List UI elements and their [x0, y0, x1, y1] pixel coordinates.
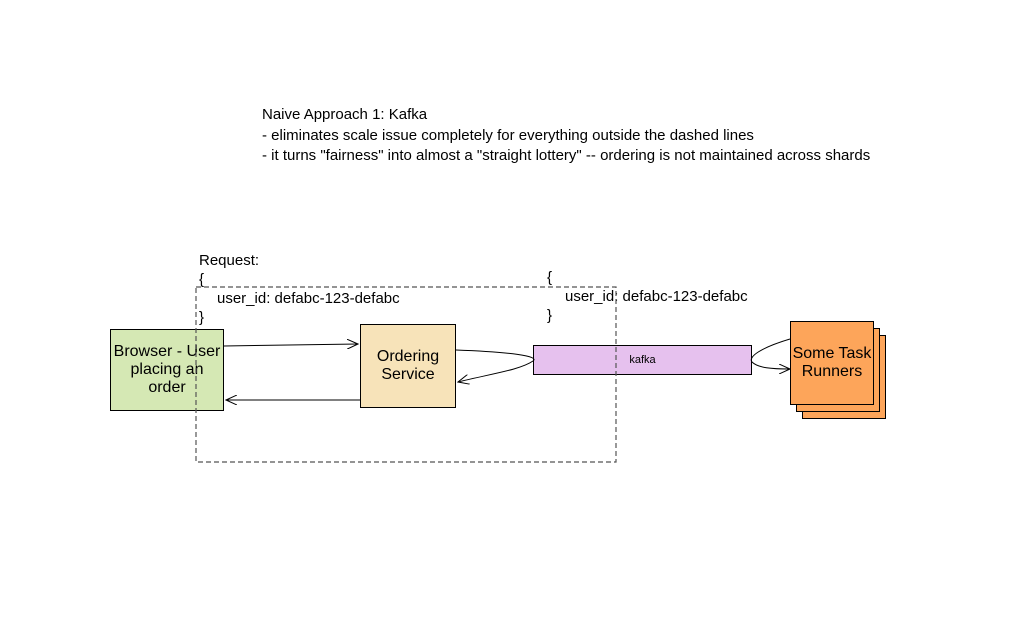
browser-node[interactable]: Browser - User placing an order — [110, 329, 224, 411]
kafka-label: kafka — [629, 354, 656, 366]
note-title: Naive Approach 1: Kafka — [262, 106, 428, 123]
arrow-ordering-kafka-loop — [455, 349, 535, 382]
request-payload-right: { user_id: defabc-123-defabc } — [547, 268, 748, 325]
browser-label: Browser - User placing an order — [113, 343, 221, 396]
request-user-id: user_id: defabc-123-defabc — [217, 290, 400, 307]
request-open-brace-right: { — [547, 269, 553, 286]
arrow-kafka-runners-loop — [750, 338, 790, 369]
request-close-brace-right: } — [547, 307, 553, 324]
task-runners-label: Some Task Runners — [792, 345, 872, 380]
request-payload-left: Request: { user_id: defabc-123-defabc } — [199, 251, 400, 327]
note-line-2: - it turns "fairness" into almost a "str… — [262, 147, 871, 164]
note-line-1: - eliminates scale issue completely for … — [262, 126, 754, 144]
request-open-brace: { — [199, 271, 205, 288]
description-note: Naive Approach 1: Kafka - eliminates sca… — [262, 105, 870, 167]
task-runners-node[interactable]: Some Task Runners — [790, 321, 874, 405]
arrow-browser-to-ordering — [223, 344, 358, 346]
request-label: Request: — [199, 252, 260, 269]
request-user-id-right: user_id: defabc-123-defabc — [565, 288, 748, 305]
ordering-service-label: Ordering Service — [376, 348, 440, 383]
dashed-scope-boundary — [195, 286, 617, 463]
task-runner-card-front — [790, 321, 874, 405]
ordering-service-node[interactable]: Ordering Service — [360, 324, 456, 408]
request-close-brace: } — [199, 309, 205, 326]
